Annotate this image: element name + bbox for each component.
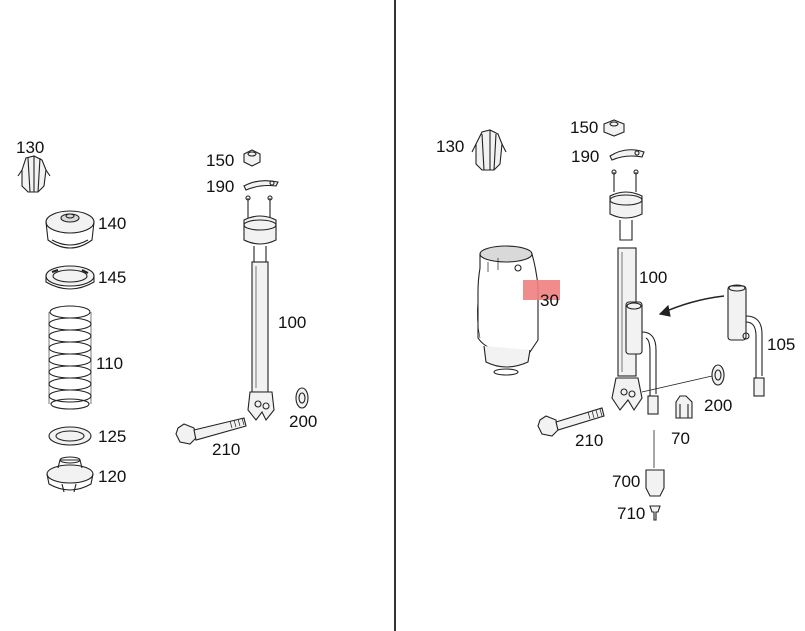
part-105-sensor	[727, 284, 765, 397]
label-210-right: 210	[575, 431, 604, 450]
label-700: 700	[612, 472, 641, 491]
part-100-shock-absorber-right	[609, 169, 659, 415]
part-130-clip	[17, 155, 51, 193]
part-145-ring	[45, 265, 95, 290]
label-190: 190	[206, 177, 235, 196]
label-130-right: 130	[436, 137, 465, 156]
label-100-right: 100	[639, 268, 668, 287]
label-140: 140	[98, 214, 127, 233]
label-710: 710	[617, 504, 646, 523]
label-145: 145	[98, 268, 127, 287]
label-200-right: 200	[704, 396, 733, 415]
label-210: 210	[212, 440, 241, 459]
part-190-bracket-right	[609, 149, 645, 161]
label-125: 125	[98, 427, 127, 446]
part-190-bracket	[243, 180, 279, 191]
panel-divider	[394, 0, 396, 631]
part-140-top-mount	[45, 210, 95, 249]
label-120: 120	[98, 467, 127, 486]
label-200: 200	[289, 412, 318, 431]
label-150: 150	[206, 151, 235, 170]
part-125-washer	[48, 426, 92, 446]
part-200-nut-right	[641, 364, 725, 393]
label-30: 30	[540, 291, 559, 310]
part-30-air-spring	[477, 245, 539, 376]
label-105: 105	[767, 335, 796, 354]
part-710-pin	[649, 505, 661, 521]
part-210-bolt-right	[537, 407, 605, 437]
part-70-clip	[675, 395, 693, 419]
label-130: 130	[16, 138, 45, 157]
part-210-bolt	[175, 417, 247, 445]
label-150-right: 150	[570, 118, 599, 137]
part-110-coil-spring	[48, 305, 92, 410]
highlight-marker	[523, 280, 560, 300]
part-100-shock-absorber	[243, 195, 277, 422]
part-150-nut	[243, 149, 261, 167]
label-70: 70	[671, 429, 690, 448]
part-150-nut-right	[603, 119, 625, 137]
part-200-nut	[295, 387, 309, 409]
label-190-right: 190	[571, 147, 600, 166]
label-110: 110	[96, 354, 124, 373]
part-120-lower-seat	[46, 456, 94, 493]
part-700-connector	[645, 430, 665, 497]
label-100: 100	[278, 313, 307, 332]
assembly-arrow	[658, 295, 725, 317]
part-130-clip-right	[471, 129, 507, 171]
